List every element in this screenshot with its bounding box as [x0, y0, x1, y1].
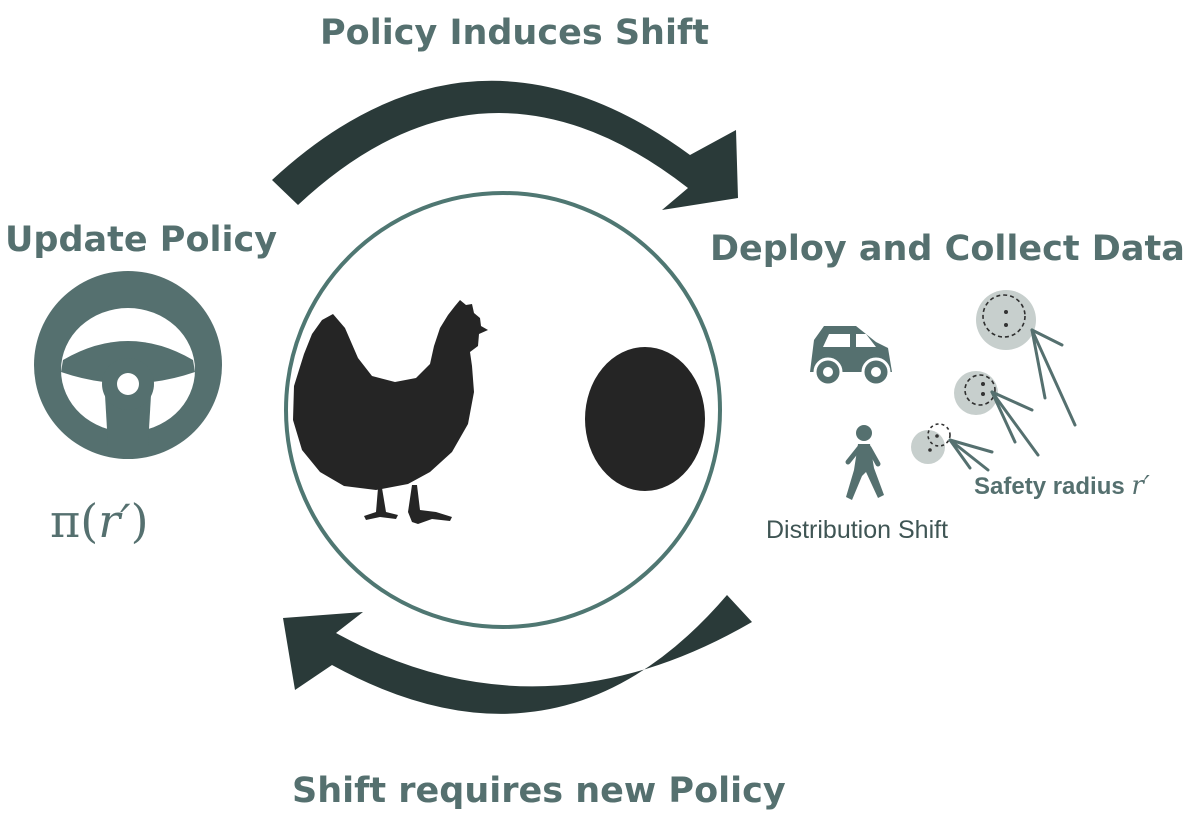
formula-close-paren: ) — [130, 494, 149, 548]
safety-radius-symbol: r′ — [1131, 471, 1150, 501]
safety-radius-label: Safety radius r′ — [974, 473, 1150, 499]
clockwise-top-arrow-icon — [272, 80, 738, 210]
top-label: Policy Induces Shift — [320, 13, 709, 53]
formula-open-paren: ( — [80, 494, 99, 548]
central-circle — [284, 191, 722, 629]
safety-radius-circles-icon — [911, 290, 1036, 464]
formula-variable: r′ — [98, 494, 131, 548]
distribution-shift-label: Distribution Shift — [766, 516, 949, 544]
safety-radius-text: Safety radius — [974, 473, 1125, 500]
clockwise-bottom-arrow-icon — [283, 595, 752, 714]
steering-wheel-icon — [34, 271, 222, 459]
radius-pointer-arrows — [948, 328, 1077, 472]
pedestrian-icon — [845, 425, 884, 500]
bottom-label: Shift requires new Policy — [292, 771, 786, 811]
chicken-icon — [293, 300, 488, 524]
left-label: Update Policy — [5, 220, 278, 260]
policy-formula: π(r′) — [50, 498, 149, 544]
right-label: Deploy and Collect Data — [710, 229, 1185, 269]
formula-pi: π — [50, 494, 81, 548]
egg-icon — [585, 347, 705, 491]
car-icon — [810, 326, 892, 387]
